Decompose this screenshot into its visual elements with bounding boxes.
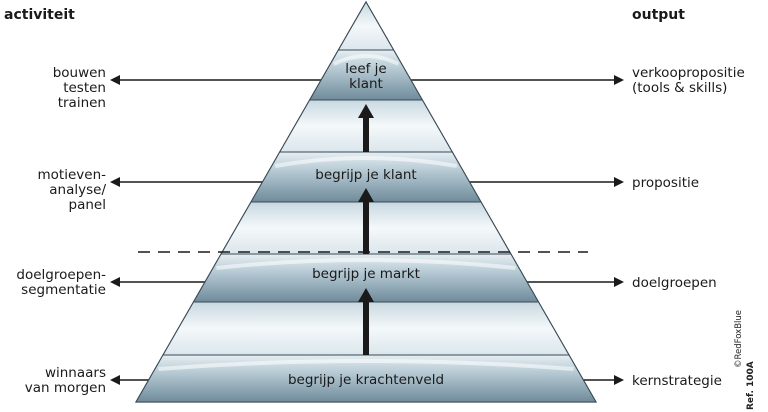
side-arrows [110,75,624,385]
pyramid-band-3 [192,253,540,303]
band-highlight-2 [274,156,458,168]
up-arrow-shaft-2 [363,200,369,254]
reference-credit: Ref. 100A [746,361,756,410]
up-arrow-shaft-3 [363,300,369,355]
output-header: output [632,7,685,23]
pyramid-gap-1 [337,0,395,51]
center-arrows [358,104,374,355]
level-label-4: begrijp je krachtenveld [287,372,445,388]
band-highlight-4 [158,359,574,371]
up-arrow-head-1 [358,104,374,118]
level-label-1: leef je klant [345,61,387,92]
output-label-1: verkoopropositie (tools & skills) [632,65,745,96]
pyramid-band-2 [250,151,482,203]
activity-label-2: motieven- analyse/ panel [37,167,106,213]
band-highlight-3 [216,258,516,270]
up-arrow-head-3 [358,288,374,302]
band-highlight-1 [332,54,400,66]
up-arrow-head-2 [358,188,374,202]
activity-header: activiteit [4,7,75,23]
level-label-3: begrijp je markt [312,266,420,282]
output-label-2: propositie [632,175,700,191]
activity-label-3: doelgroepen- segmentatie [16,267,106,298]
activity-label-4: winnaars van morgen [24,365,106,396]
copyright-credit: ©RedFoxBlue [734,309,744,368]
activity-label-1: bouwen testen trainen [52,65,106,111]
up-arrow-shaft-1 [363,116,369,152]
pyramid-band-4 [135,354,597,403]
level-label-2: begrijp je klant [315,167,417,183]
output-label-3: doelgroepen [632,275,717,291]
output-label-4: kernstrategie [632,373,722,389]
